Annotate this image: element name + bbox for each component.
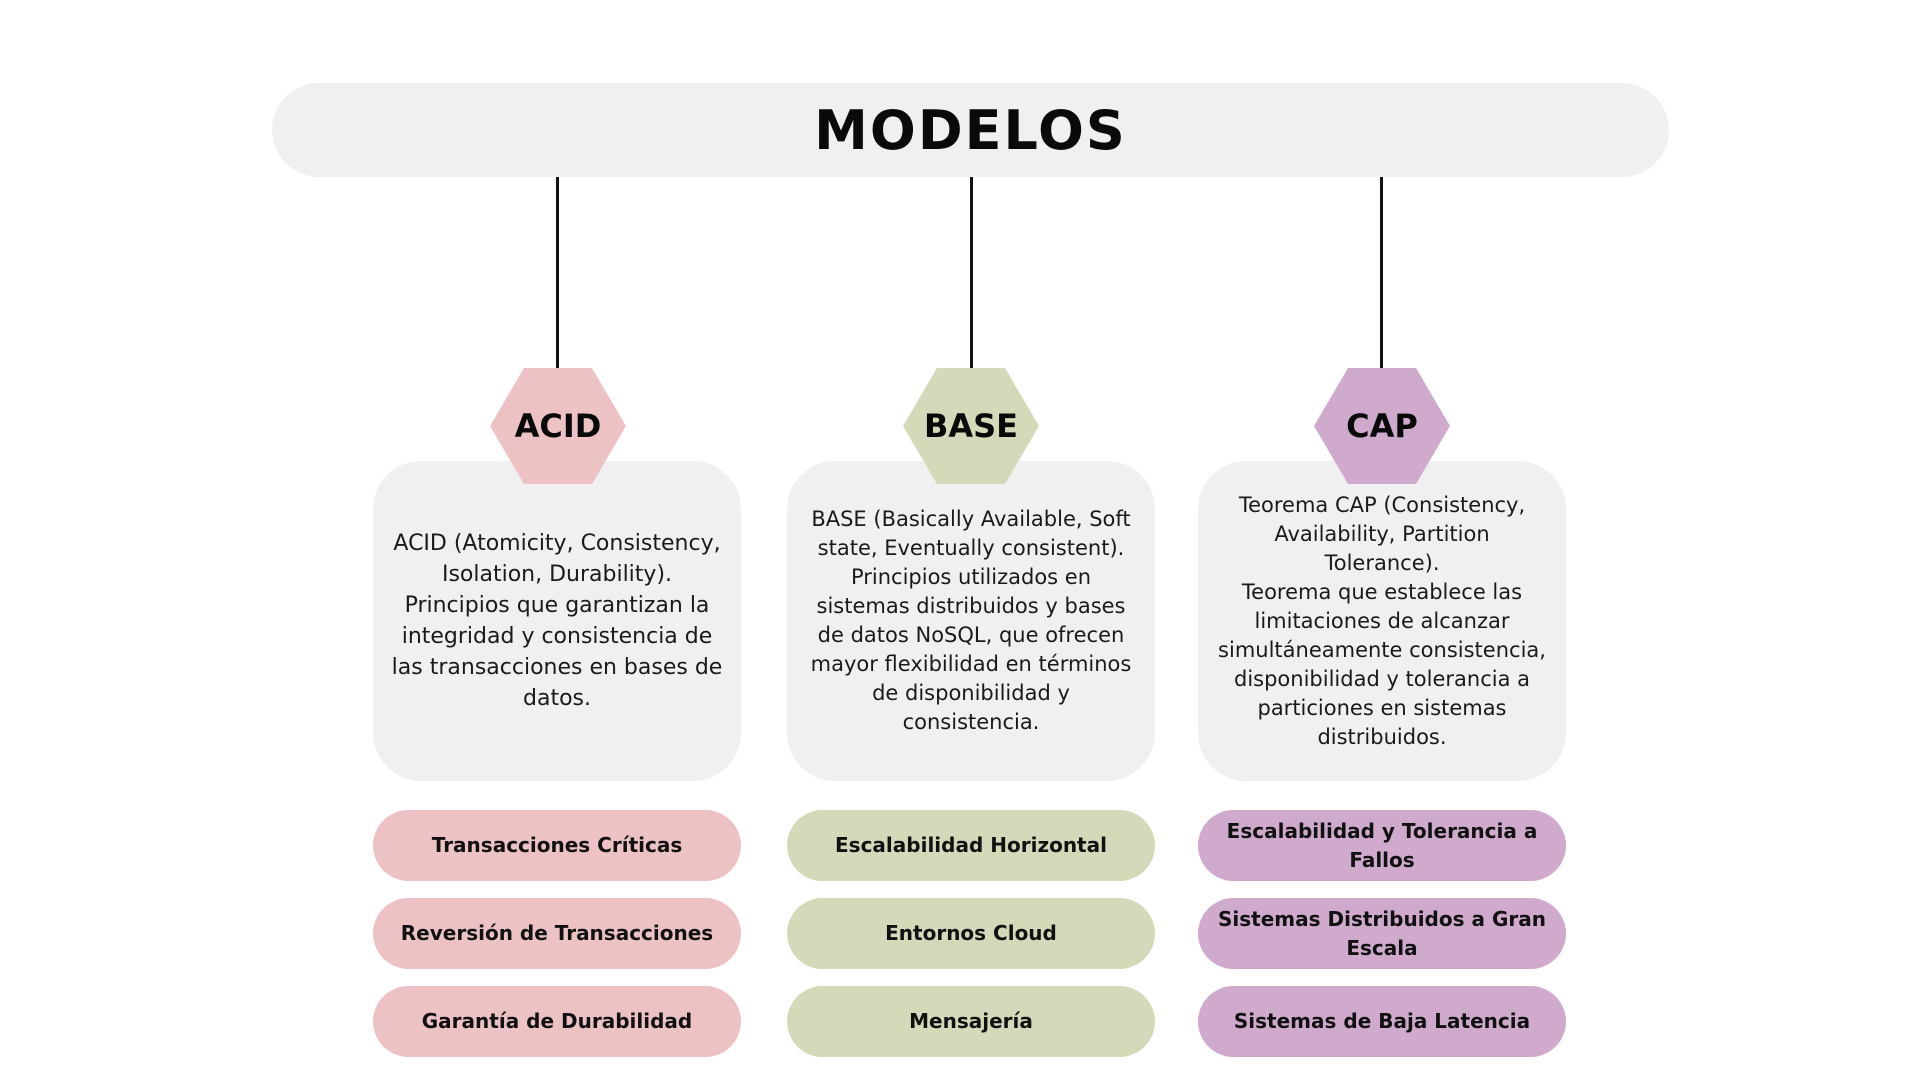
connector-acid [556, 177, 559, 369]
acid-item-pill: Transacciones Críticas [373, 810, 741, 881]
acid-item-pill: Garantía de Durabilidad [373, 986, 741, 1057]
title-banner: MODELOS [272, 83, 1669, 177]
diagram-title: MODELOS [814, 98, 1127, 162]
acid-item-label: Reversión de Transacciones [400, 921, 714, 945]
acid-item-label: Garantía de Durabilidad [421, 1009, 693, 1033]
acid-hexagon: ACID [490, 368, 626, 484]
base-description: BASE (Basically Available, Soft state, E… [810, 507, 1132, 734]
acid-description-card: ACID (Atomicity, Consistency, Isolation,… [373, 461, 741, 781]
base-label: BASE [923, 407, 1019, 445]
base-description-card: BASE (Basically Available, Soft state, E… [787, 461, 1155, 781]
base-item-pill: Entornos Cloud [787, 898, 1155, 969]
acid-description: ACID (Atomicity, Consistency, Isolation,… [391, 531, 723, 711]
acid-item-pill: Reversión de Transacciones [373, 898, 741, 969]
base-item-pill: Escalabilidad Horizontal [787, 810, 1155, 881]
cap-item-label: Sistemas de Baja Latencia [1233, 1009, 1531, 1033]
base-item-label: Entornos Cloud [885, 921, 1057, 945]
cap-item-label: Sistemas Distribuidos a Gran Escala [1218, 906, 1546, 960]
base-item-label: Escalabilidad Horizontal [835, 833, 1107, 857]
connector-base [970, 177, 973, 369]
acid-label: ACID [514, 407, 602, 445]
base-item-label: Mensajería [909, 1009, 1033, 1033]
cap-item-pill: Escalabilidad y Tolerancia a Fallos [1198, 810, 1566, 881]
connector-cap [1380, 177, 1383, 369]
base-hexagon: BASE [903, 368, 1039, 484]
cap-item-pill: Sistemas Distribuidos a Gran Escala [1198, 898, 1566, 969]
acid-item-label: Transacciones Críticas [431, 833, 683, 857]
cap-description-card: Teorema CAP (Consistency, Availability, … [1198, 461, 1566, 781]
cap-item-label: Escalabilidad y Tolerancia a Fallos [1226, 818, 1538, 872]
cap-description: Teorema CAP (Consistency, Availability, … [1218, 492, 1546, 749]
cap-label: CAP [1346, 407, 1418, 445]
base-item-pill: Mensajería [787, 986, 1155, 1057]
cap-item-pill: Sistemas de Baja Latencia [1198, 986, 1566, 1057]
